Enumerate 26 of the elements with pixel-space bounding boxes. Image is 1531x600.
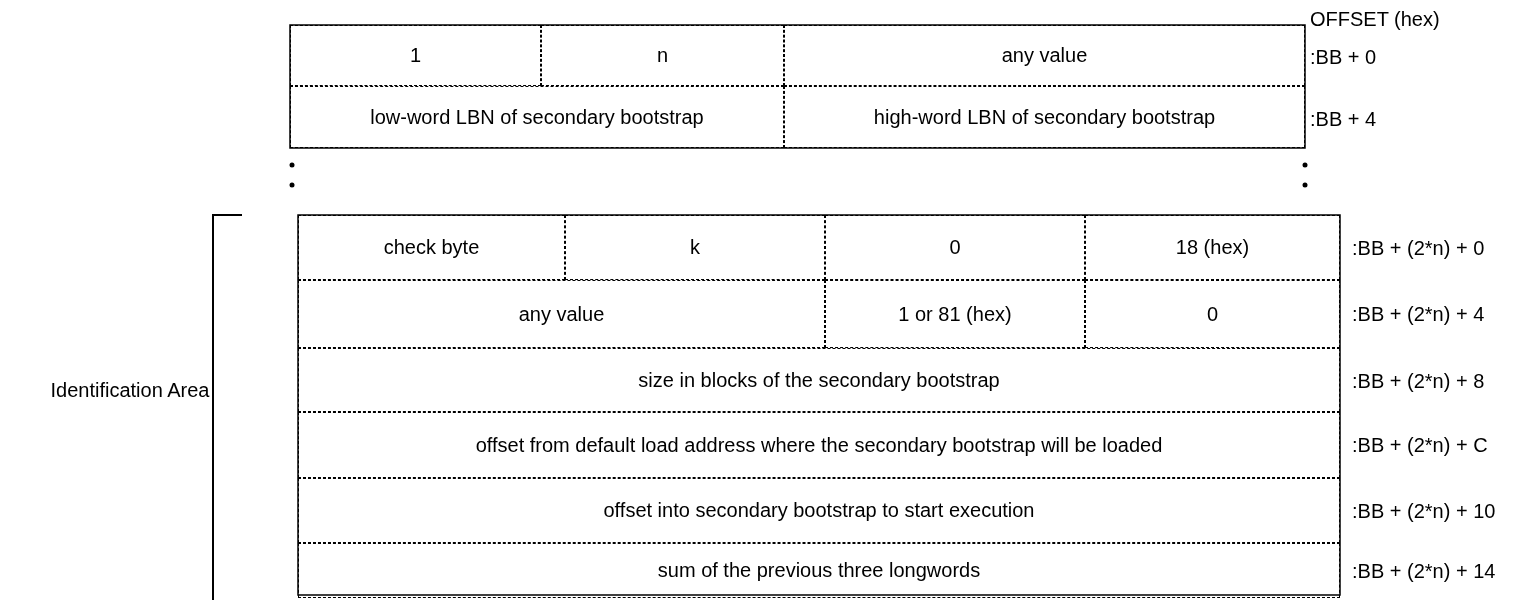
table-cell: 1 or 81 (hex)	[825, 280, 1085, 348]
offset-label: :BB + (2*n) + 4	[1352, 303, 1485, 326]
table-cell: any value	[298, 280, 825, 348]
table-cell: check byte	[298, 215, 565, 280]
table-cell: high-word LBN of secondary bootstrap	[784, 86, 1305, 148]
table-cell: sum of the previous three longwords	[298, 543, 1340, 598]
table-cell: 1	[290, 25, 541, 86]
bracket-label: Identification Area	[49, 378, 211, 403]
offset-label: :BB + (2*n) + 14	[1352, 560, 1496, 583]
column-heading: OFFSET (hex)	[1310, 8, 1440, 31]
table-cell: size in blocks of the secondary bootstrap	[298, 348, 1340, 412]
offset-label: :BB + (2*n) + 10	[1352, 500, 1496, 523]
table-cell: offset from default load address where the secondary bootstrap will be loaded	[298, 412, 1340, 478]
table-cell: offset into secondary bootstrap to start execution	[298, 478, 1340, 543]
table-cell: 18 (hex)	[1085, 215, 1340, 280]
offset-label: :BB + 0	[1310, 46, 1377, 69]
table-cell: n	[541, 25, 784, 86]
table-cell: any value	[784, 25, 1305, 86]
table-cell: 0	[1085, 280, 1340, 348]
offset-label: :BB + (2*n) + C	[1352, 434, 1488, 457]
offset-label: :BB + 4	[1310, 108, 1377, 131]
offset-label: :BB + (2*n) + 8	[1352, 370, 1485, 393]
offset-label: :BB + (2*n) + 0	[1352, 237, 1485, 260]
table-cell: 0	[825, 215, 1085, 280]
table-cell: k	[565, 215, 825, 280]
table-cell: low-word LBN of secondary bootstrap	[290, 86, 784, 148]
